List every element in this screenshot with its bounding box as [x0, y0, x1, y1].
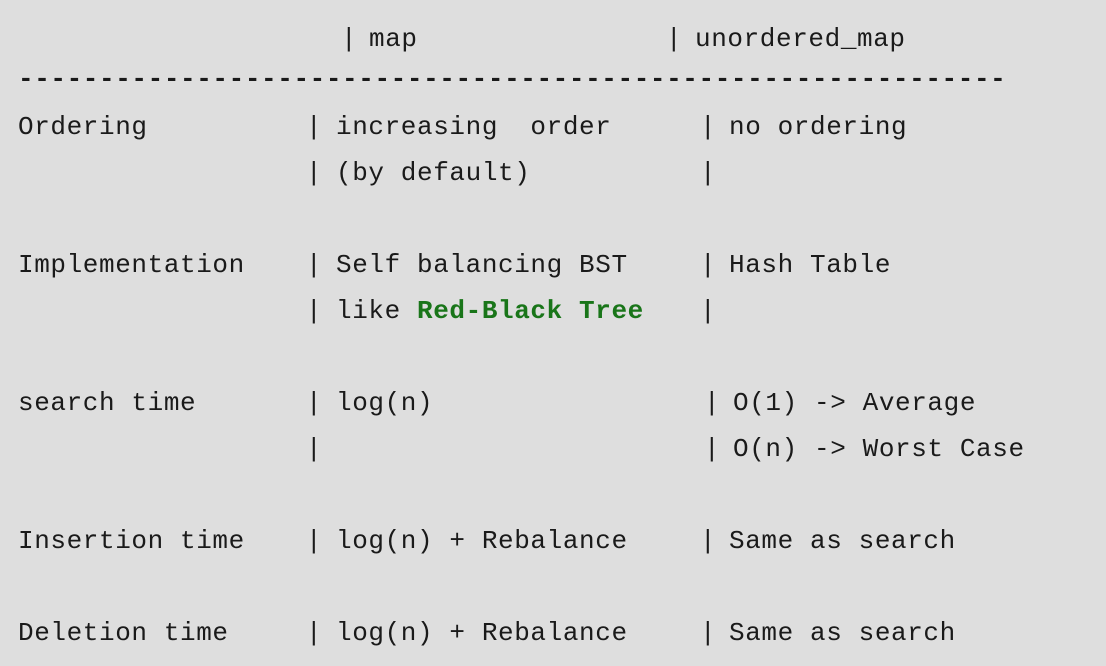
cell-ordering-map-line1: increasing order [336, 112, 612, 142]
cell-ordering-unordered-map-line1: no ordering [729, 112, 908, 142]
cell-implementation-unordered-map-line1: Hash Table [729, 250, 892, 280]
header-column-divider-2: | [666, 24, 683, 54]
row-label-ordering: Ordering [18, 112, 148, 142]
row-divider-2-deletion-time: | [700, 618, 717, 648]
cell-implementation-map-line2: like Red-Black Tree [336, 296, 644, 326]
row-divider-2-search-time-b: | [704, 434, 721, 464]
row-divider-2-ordering-a: | [700, 112, 717, 142]
cell-search-time-map-line1: log(n) [336, 388, 434, 418]
row-divider-2-implementation-a: | [700, 250, 717, 280]
row-divider-1-implementation-a: | [306, 250, 323, 280]
row-divider-2-search-time-a: | [704, 388, 721, 418]
row-divider-2-implementation-b: | [700, 296, 717, 326]
cell-search-time-unordered-map-line2: O(n) -> Worst Case [733, 434, 1025, 464]
row-divider-1-ordering-b: | [306, 158, 323, 188]
row-label-search-time: search time [18, 388, 197, 418]
row-divider-1-search-time-a: | [306, 388, 323, 418]
row-divider-2-ordering-b: | [700, 158, 717, 188]
cell-insertion-time-unordered-map: Same as search [729, 526, 956, 556]
row-label-insertion-time: Insertion time [18, 526, 245, 556]
row-divider-2-insertion-time: | [700, 526, 717, 556]
cell-implementation-map-line1: Self balancing BST [336, 250, 628, 280]
header-column-divider-1: | [341, 24, 358, 54]
cell-search-time-unordered-map-line1: O(1) -> Average [733, 388, 977, 418]
row-divider-1-search-time-b: | [306, 434, 323, 464]
red-black-tree-highlight: Red-Black Tree [417, 296, 644, 326]
row-divider-1-deletion-time: | [306, 618, 323, 648]
column-header-map: map [369, 24, 418, 54]
cell-ordering-map-line2: (by default) [336, 158, 531, 188]
cell-implementation-map-line2-plain: like [336, 296, 418, 326]
row-label-implementation: Implementation [18, 250, 245, 280]
column-header-unordered-map: unordered_map [695, 24, 906, 54]
cell-deletion-time-map: log(n) + Rebalance [336, 618, 628, 648]
row-divider-1-insertion-time: | [306, 526, 323, 556]
row-label-deletion-time: Deletion time [18, 618, 229, 648]
cell-insertion-time-map: log(n) + Rebalance [336, 526, 628, 556]
row-divider-1-implementation-b: | [306, 296, 323, 326]
row-divider-1-ordering-a: | [306, 112, 323, 142]
header-separator-rule: ----------------------------------------… [18, 64, 1007, 94]
cell-deletion-time-unordered-map: Same as search [729, 618, 956, 648]
